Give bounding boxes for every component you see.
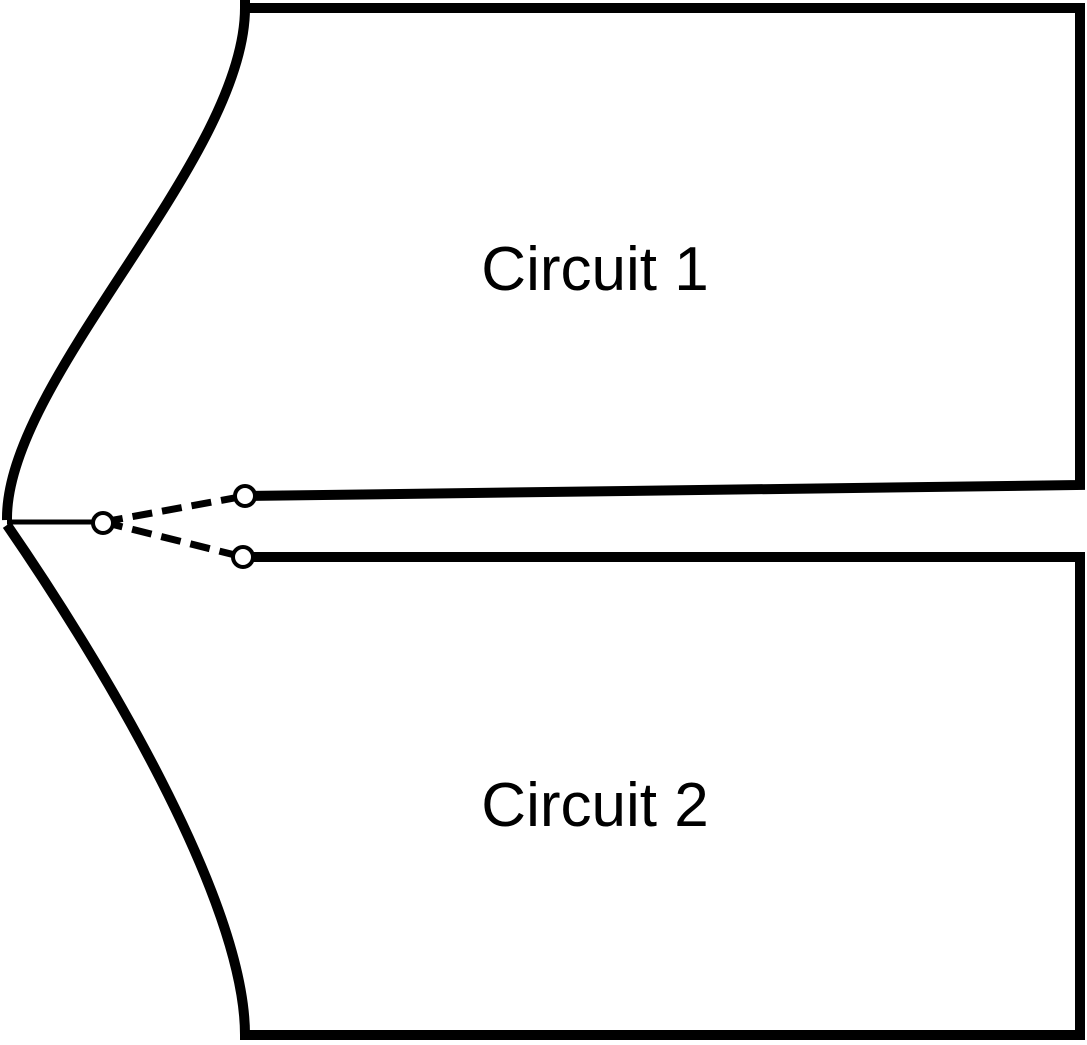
circuit-1-label: Circuit 1 (481, 235, 708, 304)
circuit-2-terminal (231, 545, 255, 569)
switch-pivot-terminal (91, 511, 115, 535)
circuit-2-label: Circuit 2 (481, 771, 708, 840)
switch-contact-lower (102, 518, 244, 561)
circuit-2-outline (2, 522, 1085, 1040)
switch-contact-upper (102, 492, 246, 526)
circuit-1-outline (1, 0, 1085, 521)
circuit-1-terminal (233, 484, 257, 508)
